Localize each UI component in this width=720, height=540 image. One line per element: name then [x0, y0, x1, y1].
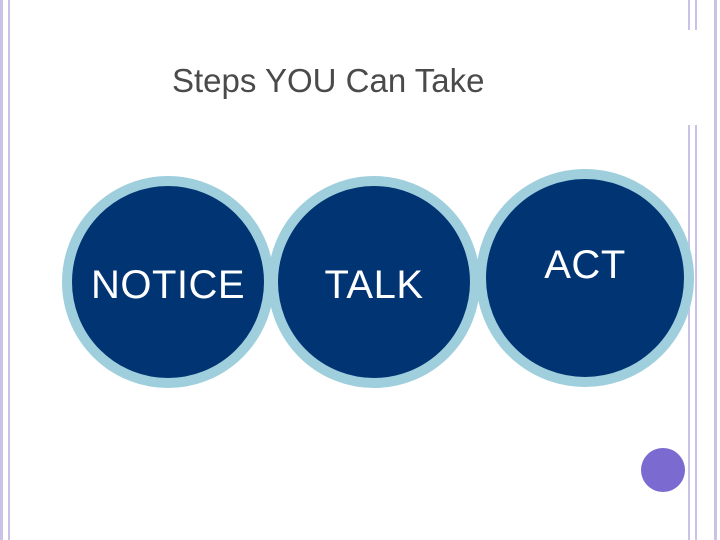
step-circle-notice: NOTICE	[62, 176, 274, 388]
right-border-line	[695, 0, 697, 30]
right-border-line	[695, 125, 697, 540]
decorative-dot	[641, 448, 685, 492]
right-border-line	[688, 0, 690, 30]
left-border-line	[8, 0, 10, 540]
left-border-line	[0, 0, 3, 540]
step-circle-talk: TALK	[268, 176, 480, 388]
step-label: TALK	[324, 262, 424, 307]
right-border-line	[688, 125, 690, 540]
step-circle-act: ACT	[476, 169, 694, 387]
step-label: ACT	[544, 242, 626, 287]
slide-title: Steps YOU Can Take	[172, 62, 485, 99]
right-border-line	[714, 0, 717, 540]
step-label: NOTICE	[90, 262, 246, 307]
